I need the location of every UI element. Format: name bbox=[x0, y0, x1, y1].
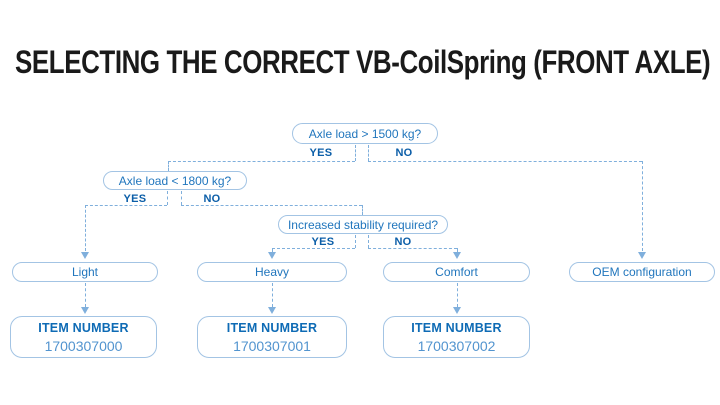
connector-d1-yes-horizontal bbox=[168, 161, 355, 162]
decision-axle-load-1500: Axle load > 1500 kg? bbox=[292, 123, 438, 144]
connector-d3-no-horizontal bbox=[368, 248, 457, 249]
decision2-no-label: NO bbox=[203, 193, 221, 205]
connector-d3-no-drop bbox=[457, 248, 458, 252]
item3-number: 1700307002 bbox=[417, 337, 496, 354]
result-light: Light bbox=[12, 262, 158, 282]
item2-label: ITEM NUMBER bbox=[226, 320, 318, 335]
connector-heavy-to-item bbox=[272, 283, 273, 307]
result-heavy: Heavy bbox=[197, 262, 347, 282]
connector-d2-no-drop bbox=[362, 205, 363, 215]
decision-increased-stability: Increased stability required? bbox=[278, 215, 448, 234]
decision1-no-label: NO bbox=[395, 147, 413, 159]
item1-label: ITEM NUMBER bbox=[38, 320, 129, 335]
decision-axle-load-1800: Axle load < 1800 kg? bbox=[103, 171, 247, 190]
arrow-to-item2-icon bbox=[267, 307, 276, 314]
decision3-no-label: NO bbox=[394, 236, 412, 248]
connector-d2-no-horizontal bbox=[181, 205, 362, 206]
connector-d1-no-stub bbox=[368, 145, 369, 161]
connector-d2-yes-horizontal bbox=[85, 205, 167, 206]
item-number-box-comfort: ITEM NUMBER 1700307002 bbox=[383, 316, 530, 358]
arrow-to-light-icon bbox=[80, 252, 89, 259]
result-oem-configuration: OEM configuration bbox=[569, 262, 715, 282]
page-title: SELECTING THE CORRECT VB-CoilSpring (FRO… bbox=[15, 44, 711, 80]
connector-d3-yes-drop bbox=[272, 248, 273, 252]
decision1-yes-label: YES bbox=[309, 147, 333, 159]
connector-d2-no-stub bbox=[181, 191, 182, 205]
item-number-box-heavy: ITEM NUMBER 1700307001 bbox=[197, 316, 347, 358]
arrow-to-oem-icon bbox=[637, 252, 646, 259]
connector-d2-yes-stub bbox=[167, 191, 168, 205]
decision3-yes-label: YES bbox=[311, 236, 335, 248]
arrow-to-item3-icon bbox=[452, 307, 461, 314]
decision2-yes-label: YES bbox=[123, 193, 147, 205]
connector-light-to-item bbox=[85, 283, 86, 307]
arrow-to-item1-icon bbox=[80, 307, 89, 314]
connector-comfort-to-item bbox=[457, 283, 458, 307]
connector-d1-yes-stub bbox=[355, 145, 356, 161]
item2-number: 1700307001 bbox=[233, 337, 311, 354]
arrow-to-heavy-icon bbox=[267, 252, 276, 259]
connector-d1-no-horizontal bbox=[368, 161, 642, 162]
connector-d3-no-stub bbox=[368, 235, 369, 248]
connector-d1-yes-drop bbox=[168, 161, 169, 171]
connector-d1-no-drop bbox=[642, 161, 643, 251]
item1-number: 1700307000 bbox=[44, 337, 123, 354]
arrow-to-comfort-icon bbox=[452, 252, 461, 259]
item3-label: ITEM NUMBER bbox=[411, 320, 502, 335]
item-number-box-light: ITEM NUMBER 1700307000 bbox=[10, 316, 157, 358]
connector-d3-yes-horizontal bbox=[272, 248, 355, 249]
connector-d2-yes-drop bbox=[85, 205, 86, 251]
connector-d3-yes-stub bbox=[355, 235, 356, 248]
result-comfort: Comfort bbox=[383, 262, 530, 282]
